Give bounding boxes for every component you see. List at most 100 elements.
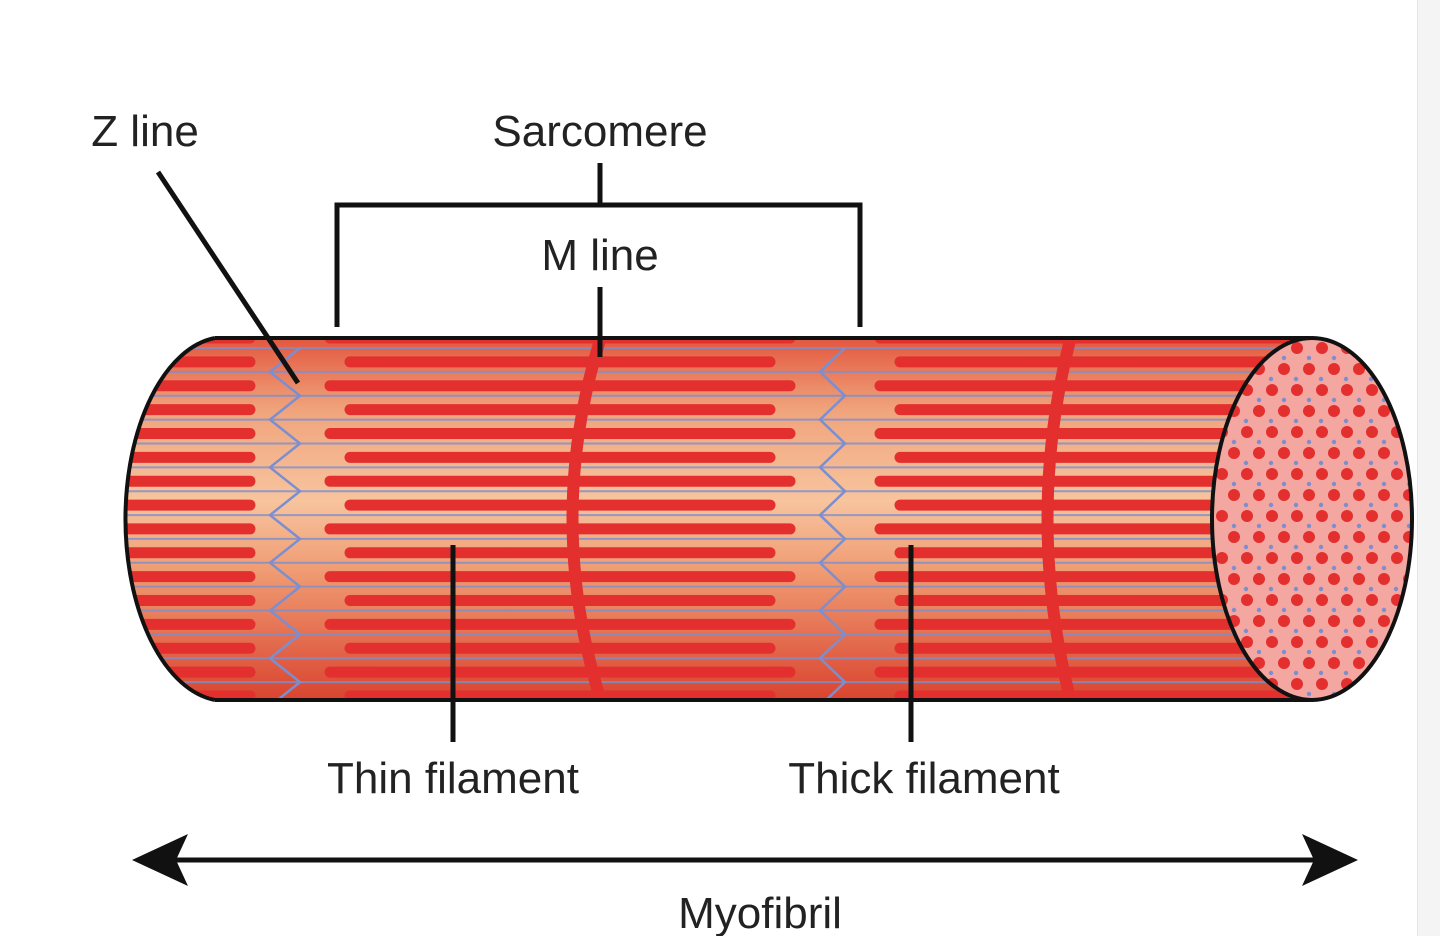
myofibril-arrow-right-head: [1302, 834, 1358, 886]
thick-filament-dot: [1353, 489, 1365, 501]
thick-filament-dot: [1366, 342, 1378, 354]
thick-filament-dot: [1228, 447, 1240, 459]
thick-filament-dot: [1341, 636, 1353, 648]
thin-filament-dot: [1393, 544, 1399, 550]
cross-section-face: [1212, 338, 1412, 700]
thin-filament-dot: [1293, 376, 1299, 382]
cross-section-dots: [1216, 342, 1423, 697]
thick-filament-dot: [1253, 447, 1265, 459]
thin-filament-dot: [1306, 691, 1312, 697]
thick-filament-dot: [1303, 615, 1315, 627]
thick-filament-dot: [1353, 573, 1365, 585]
thin-filament-dot: [1331, 523, 1337, 529]
thick-filament-dot: [1353, 363, 1365, 375]
thin-filament-dot: [1368, 460, 1374, 466]
thin-filament-dot: [1331, 565, 1337, 571]
thick-filament-dot: [1391, 342, 1403, 354]
z-line-label: Z line: [91, 107, 199, 156]
thick-filament-dot: [1303, 657, 1315, 669]
thick-filament-dot: [1328, 447, 1340, 459]
thin-filament-dot: [1268, 628, 1274, 634]
thick-filament-dot: [1253, 489, 1265, 501]
thick-filament-dot: [1266, 468, 1278, 480]
thin-filament-dot: [1281, 355, 1287, 361]
thick-filament-callout: Thick filament: [788, 545, 1060, 803]
sarcomere-callout: Sarcomere: [334, 107, 863, 327]
thick-filament-label: Thick filament: [788, 754, 1059, 803]
thin-filament-dot: [1331, 355, 1337, 361]
thin-filament-dot: [1318, 670, 1324, 676]
thick-filament-dot: [1291, 384, 1303, 396]
thin-filament-dot: [1306, 355, 1312, 361]
thick-filament-dot: [1266, 552, 1278, 564]
thin-filament-dot: [1393, 586, 1399, 592]
thick-filament-dot: [1341, 552, 1353, 564]
thick-filament-dot: [1378, 447, 1390, 459]
thick-filament-dot: [1241, 594, 1253, 606]
sarcomere-bracket: [334, 163, 863, 327]
thin-filament-dot: [1393, 670, 1399, 676]
thick-filament-dot: [1341, 426, 1353, 438]
thick-filament-dot: [1328, 531, 1340, 543]
thick-filament-dot: [1253, 531, 1265, 543]
thin-filament-dot: [1419, 629, 1423, 633]
thick-filament-dot: [1378, 573, 1390, 585]
thin-filament-dot: [1368, 544, 1374, 550]
thin-filament-dot: [1268, 544, 1274, 550]
thick-filament-dot: [1316, 510, 1328, 522]
z-line-callout: Z line: [91, 107, 301, 385]
thick-filament-dot: [1391, 636, 1403, 648]
thin-filament-dot: [1393, 502, 1399, 508]
myofibril-cross-section: [1210, 336, 1423, 702]
thin-filament-dot: [1231, 565, 1237, 571]
myofibril-arrow-left-head: [132, 834, 188, 886]
thin-filament-dot: [1368, 418, 1374, 424]
thin-filament-dot: [1381, 439, 1387, 445]
thick-filament-dot: [1266, 510, 1278, 522]
thin-filament-dot: [1281, 523, 1287, 529]
thick-filament-dot: [1316, 468, 1328, 480]
thin-filament-dot: [1356, 565, 1362, 571]
thin-filament-dot: [1268, 418, 1274, 424]
thick-filament-dot: [1378, 615, 1390, 627]
thin-filament-dot: [1293, 586, 1299, 592]
thin-filament-dot: [1381, 607, 1387, 613]
thin-filament-dot: [1281, 607, 1287, 613]
thick-filament-dot: [1353, 531, 1365, 543]
thin-filament-dot: [1268, 670, 1274, 676]
m-line-callout: M line: [541, 231, 659, 357]
thin-filament-dot: [1393, 628, 1399, 634]
thick-filament-dot: [1228, 531, 1240, 543]
z-line-leader: [155, 170, 301, 385]
thin-filament-dot: [1231, 607, 1237, 613]
thin-filament-dot: [1368, 628, 1374, 634]
thin-filament-dot: [1281, 481, 1287, 487]
thin-filament-dot: [1356, 649, 1362, 655]
thin-filament-callout: Thin filament: [327, 545, 579, 803]
thin-filament-dot: [1368, 670, 1374, 676]
thick-filament-dot: [1241, 552, 1253, 564]
thick-filament-dot: [1328, 615, 1340, 627]
thick-filament-dot: [1266, 384, 1278, 396]
thin-filament-dot: [1419, 671, 1423, 675]
thin-filament-dot: [1368, 502, 1374, 508]
thick-filament-dot: [1253, 405, 1265, 417]
thin-filament-dot: [1256, 565, 1262, 571]
thick-filament-dot: [1291, 636, 1303, 648]
thin-filament-dot: [1243, 628, 1249, 634]
thin-filament-dot: [1368, 586, 1374, 592]
thick-filament-dot: [1341, 594, 1353, 606]
thin-filament-dot: [1256, 439, 1262, 445]
thick-filament-dot: [1278, 405, 1290, 417]
thin-filament-dot: [1393, 376, 1399, 382]
thin-filament-dot: [1318, 418, 1324, 424]
thick-filament-dot: [1316, 636, 1328, 648]
thick-filament-dot: [1216, 468, 1228, 480]
thick-filament-dot: [1291, 426, 1303, 438]
thick-filament-dot: [1403, 489, 1412, 501]
thin-filament-dot: [1356, 439, 1362, 445]
thin-filament-dot: [1243, 460, 1249, 466]
thick-filament-dot: [1391, 384, 1403, 396]
thick-filament-dot: [1241, 636, 1253, 648]
cylinder-outline: [123, 336, 1310, 702]
